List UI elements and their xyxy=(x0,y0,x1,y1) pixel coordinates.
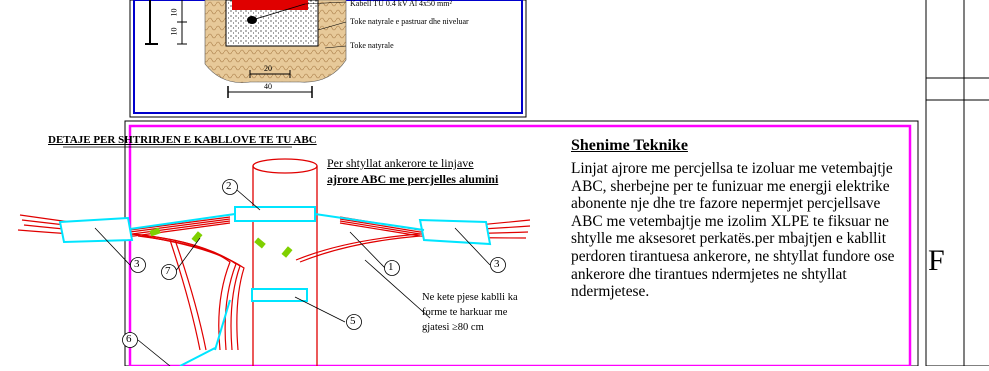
pole xyxy=(252,158,318,366)
callout-5: 5 xyxy=(350,315,356,327)
cleaned-soil-label: Toke natyrale e pastruar dhe niveluar xyxy=(350,17,469,26)
detail-subtitle-line1: Per shtyllat ankerore te linjave xyxy=(327,156,474,170)
natural-soil-label: Toke natyrale xyxy=(350,41,394,50)
dimension-outer: 40 xyxy=(264,82,272,91)
callout-2: 2 xyxy=(226,180,232,192)
callout-3-left: 3 xyxy=(134,258,140,270)
notes-body: Linjat ajrore me percjellsa te izoluar m… xyxy=(571,160,895,301)
trench-detail xyxy=(129,0,527,118)
callout-1: 1 xyxy=(388,261,394,273)
notes-title: Shenime Teknike xyxy=(571,137,688,154)
callout-6: 6 xyxy=(126,333,132,345)
callout-7: 7 xyxy=(165,265,171,277)
callout-3-right: 3 xyxy=(494,258,500,270)
arc-annotation: Ne kete pjese kablli ka forme te harkuar… xyxy=(422,292,518,333)
dimension-side-a: 10 xyxy=(169,8,179,17)
callout-leaders xyxy=(94,179,506,367)
dimension-inner: 20 xyxy=(264,64,272,73)
detail-subtitle-line2: ajrore ABC me percjelles alumini xyxy=(327,172,499,186)
cable-label: Kabell TU 0.4 kV Al 4x50 mm² xyxy=(350,0,452,8)
detail-title: DETAJE PER SHTRIRJEN E KABLLOVE TE TU AB… xyxy=(48,134,317,146)
title-block-letter: F xyxy=(928,244,945,277)
dimension-side-b: 10 xyxy=(169,27,179,36)
title-block-frame xyxy=(925,0,989,367)
clamps xyxy=(58,206,492,367)
